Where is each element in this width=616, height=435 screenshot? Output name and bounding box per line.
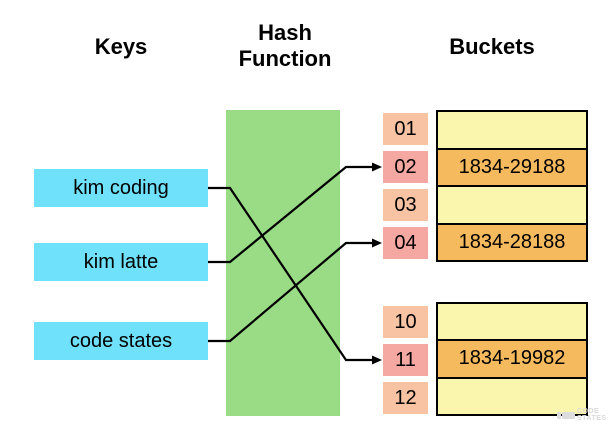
bucket-row-02: 1834-29188 <box>438 149 586 187</box>
bucket-row-01 <box>438 112 586 150</box>
buckets-header: Buckets <box>449 34 535 59</box>
arrow-kim-coding-to-slot-11 <box>208 186 382 365</box>
arrow-kim-latte-to-slot-02 <box>208 162 382 264</box>
key-box-kim-latte: kim latte <box>34 243 208 281</box>
slot-10: 10 <box>383 306 428 338</box>
slot-04: 04 <box>383 227 428 259</box>
keys-header: Keys <box>94 34 148 59</box>
watermark-line1: CODE <box>577 408 600 415</box>
key-box-code-states: code states <box>34 322 208 360</box>
code-states-watermark: CODE STATES <box>557 408 607 422</box>
key-box-kim-coding: kim coding <box>34 169 208 207</box>
bucket-row-11: 1834-19982 <box>438 341 586 379</box>
slot-02: 02 <box>383 151 428 183</box>
slot-01: 01 <box>383 113 428 145</box>
slot-03: 03 <box>383 189 428 221</box>
bucket-table-2: 1834-19982 <box>436 302 588 416</box>
hash-function-header: Hash Function <box>238 20 332 71</box>
bucket-row-03 <box>438 187 586 225</box>
arrow-code-states-to-slot-04 <box>208 238 382 343</box>
watermark-line2: STATES <box>577 415 607 422</box>
bucket-row-12 <box>438 378 586 414</box>
slot-11: 11 <box>383 344 428 376</box>
bucket-row-10 <box>438 304 586 342</box>
code-states-logo-icon <box>557 411 575 419</box>
bucket-table-1: 1834-29188 1834-28188 <box>436 110 588 262</box>
bucket-row-04: 1834-28188 <box>438 224 586 260</box>
slot-12: 12 <box>383 382 428 414</box>
